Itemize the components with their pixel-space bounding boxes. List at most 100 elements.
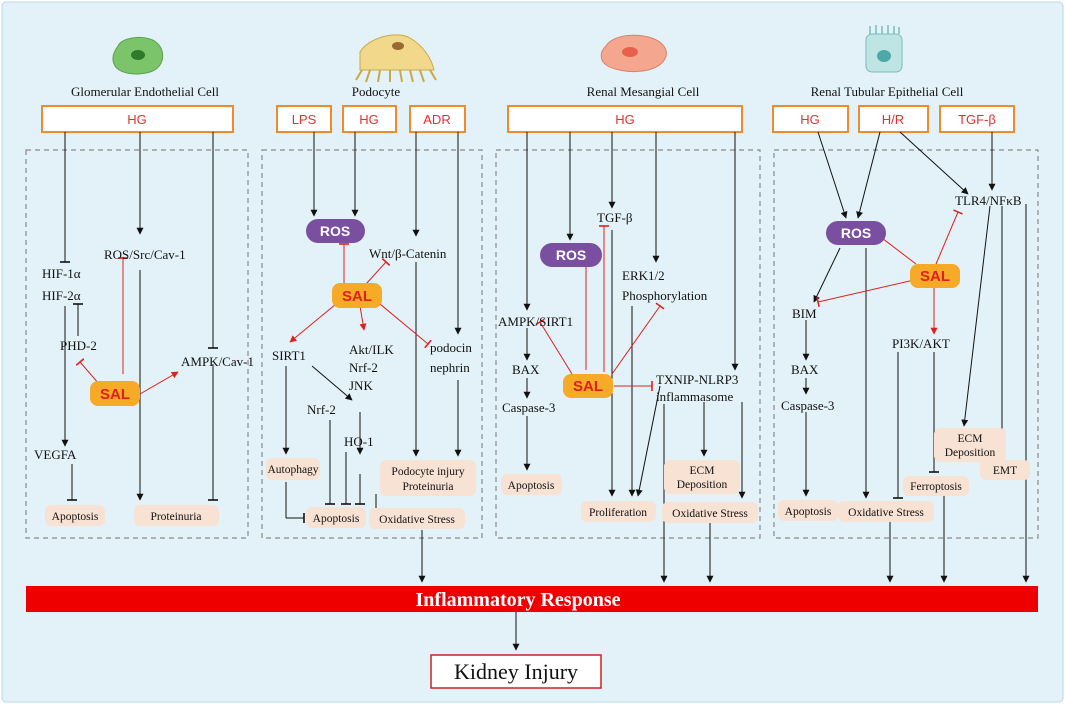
node-mes-txnip: TXNIP-NLRP3 bbox=[656, 372, 738, 387]
outcome-box-mes-oxidative bbox=[662, 502, 758, 523]
region-podocyte bbox=[261, 149, 483, 539]
node-pod-sirt1: SIRT1 bbox=[272, 348, 306, 363]
outcome-tub-apoptosis: Apoptosis bbox=[785, 506, 832, 518]
node-mes-casp3: Caspase-3 bbox=[502, 400, 555, 415]
mesangial-cell-icon bbox=[600, 34, 667, 73]
ros-badge-mes bbox=[540, 243, 602, 267]
stimulus-box-pod-adr bbox=[409, 105, 466, 133]
ros-label-mes: ROS bbox=[556, 247, 586, 263]
stimulus-box-tub-tgfb bbox=[939, 105, 1015, 133]
kidney-injury-box bbox=[430, 654, 602, 689]
node-glom-hif2: HIF-2α bbox=[42, 288, 81, 303]
region-glomerular bbox=[25, 149, 249, 539]
stimulus-tub-hr: H/R bbox=[882, 112, 904, 127]
node-tub-bax: BAX bbox=[791, 362, 819, 377]
outcome-pod-autophagy: Autophagy bbox=[267, 464, 318, 476]
node-tub-pi3k: PI3K/AKT bbox=[892, 336, 950, 351]
ros-badge-tub bbox=[826, 221, 886, 245]
node-glom-hif1: HIF-1α bbox=[42, 266, 81, 281]
stimulus-mes-hg: HG bbox=[615, 112, 635, 127]
node-glom-vegfa: VEGFA bbox=[34, 447, 77, 462]
node-pod-akt: Akt/ILK bbox=[349, 342, 394, 357]
node-pod-jnk: JNK bbox=[349, 378, 373, 393]
outcome-box-mes-apoptosis bbox=[501, 474, 562, 495]
stimulus-tub-hg: HG bbox=[800, 112, 820, 127]
sal-label-mes: SAL bbox=[573, 378, 603, 395]
node-mes-erk1: ERK1/2 bbox=[622, 268, 665, 283]
outcome-glom-apoptosis: Apoptosis bbox=[52, 511, 99, 523]
node-tub-bim: BIM bbox=[792, 306, 817, 321]
stimulus-box-tub-hg bbox=[772, 105, 849, 133]
outcome-mes-oxidative: Oxidative Stress bbox=[672, 508, 748, 520]
outcome-pod-injury-line2: Proteinuria bbox=[402, 481, 453, 493]
outcome-box-pod-autophagy bbox=[266, 458, 320, 480]
ros-label-pod: ROS bbox=[320, 223, 350, 239]
node-pod-nephrin: nephrin bbox=[430, 360, 470, 375]
stimulus-pod-adr: ADR bbox=[423, 112, 450, 127]
region-tubular bbox=[773, 149, 1039, 539]
inflammatory-response-banner bbox=[26, 586, 1038, 612]
ros-label-tub: ROS bbox=[841, 225, 871, 241]
sal-badge-tub bbox=[910, 264, 960, 288]
stimulus-box-pod-lps bbox=[276, 105, 332, 133]
sal-label-tub: SAL bbox=[920, 268, 950, 285]
outcome-mes-apoptosis: Apoptosis bbox=[508, 480, 555, 492]
sal-badge-pod bbox=[332, 283, 382, 308]
outcome-box-tub-ecm bbox=[934, 428, 1006, 462]
outcome-glom-proteinuria: Proteinuria bbox=[150, 511, 201, 523]
outcome-mes-prolif: Proliferation bbox=[589, 507, 647, 519]
inflammatory-response-label: Inflammatory Response bbox=[416, 589, 621, 611]
ros-badge-pod bbox=[306, 219, 365, 243]
outcome-tub-emt: EMT bbox=[993, 465, 1017, 477]
outcome-pod-oxidative: Oxidative Stress bbox=[379, 514, 455, 526]
sal-badge-glom bbox=[90, 381, 140, 406]
node-pod-ho1: HO-1 bbox=[344, 434, 374, 449]
stimulus-pod-hg: HG bbox=[359, 112, 379, 127]
cell-header-glomerular: Glomerular Endothelial Cell bbox=[71, 84, 219, 99]
outcome-pod-injury-line1: Podocyte injury bbox=[391, 466, 464, 478]
outcome-box-mes-ecm bbox=[664, 460, 740, 494]
stimulus-pod-lps: LPS bbox=[292, 112, 317, 127]
outcome-tub-ferro: Ferroptosis bbox=[910, 481, 962, 493]
outcome-box-tub-apoptosis bbox=[778, 500, 838, 521]
kidney-injury-label: Kidney Injury bbox=[454, 659, 578, 684]
outcome-tub-ecm-line1: ECM bbox=[958, 433, 983, 445]
node-tub-casp3: Caspase-3 bbox=[781, 398, 834, 413]
glomerular-cell-icon bbox=[112, 37, 164, 75]
sal-label-pod: SAL bbox=[342, 288, 372, 305]
outcome-mes-ecm-line2: Deposition bbox=[677, 479, 728, 491]
node-glom-ampk: AMPK/Cav-1 bbox=[181, 354, 254, 369]
outcome-box-pod-oxidative bbox=[369, 508, 465, 529]
stimulus-box-glom-hg bbox=[41, 105, 234, 133]
outcome-box-pod-apoptosis bbox=[306, 507, 366, 528]
cell-header-podocyte: Podocyte bbox=[352, 84, 401, 99]
node-mes-tgfb: TGF-β bbox=[597, 210, 633, 225]
outcome-pod-apoptosis: Apoptosis bbox=[313, 513, 360, 525]
node-mes-erk2: Phosphorylation bbox=[622, 288, 708, 303]
tubular-cell-icon bbox=[865, 25, 903, 73]
node-mes-bax: BAX bbox=[512, 362, 540, 377]
outcome-mes-ecm-line1: ECM bbox=[690, 465, 715, 477]
cell-header-tubular: Renal Tubular Epithelial Cell bbox=[811, 84, 964, 99]
region-mesangial bbox=[495, 149, 761, 539]
node-pod-nrf2: Nrf-2 bbox=[307, 402, 336, 417]
node-mes-inflam: inflammasome bbox=[656, 389, 733, 404]
node-pod-podocin: podocin bbox=[430, 340, 472, 355]
node-glom-rossrc: ROS/Src/Cav-1 bbox=[104, 247, 186, 262]
node-pod-nrf2b: Nrf-2 bbox=[349, 360, 378, 375]
outcome-tub-oxidative: Oxidative Stress bbox=[848, 507, 924, 519]
outcome-box-glom-proteinuria bbox=[134, 505, 219, 526]
outcome-box-mes-prolif bbox=[581, 501, 656, 522]
outcome-box-pod-injury bbox=[380, 460, 476, 496]
outcome-box-tub-ferro bbox=[903, 476, 969, 496]
outcome-box-tub-oxidative bbox=[838, 501, 934, 522]
outcome-tub-ecm-line2: Deposition bbox=[945, 447, 996, 459]
stimulus-tub-tgfb: TGF-β bbox=[958, 112, 996, 127]
node-glom-phd2: PHD-2 bbox=[60, 338, 97, 353]
stimulus-box-mes-hg bbox=[507, 105, 743, 133]
podocyte-icon bbox=[355, 34, 437, 83]
sal-badge-mes bbox=[563, 374, 613, 398]
